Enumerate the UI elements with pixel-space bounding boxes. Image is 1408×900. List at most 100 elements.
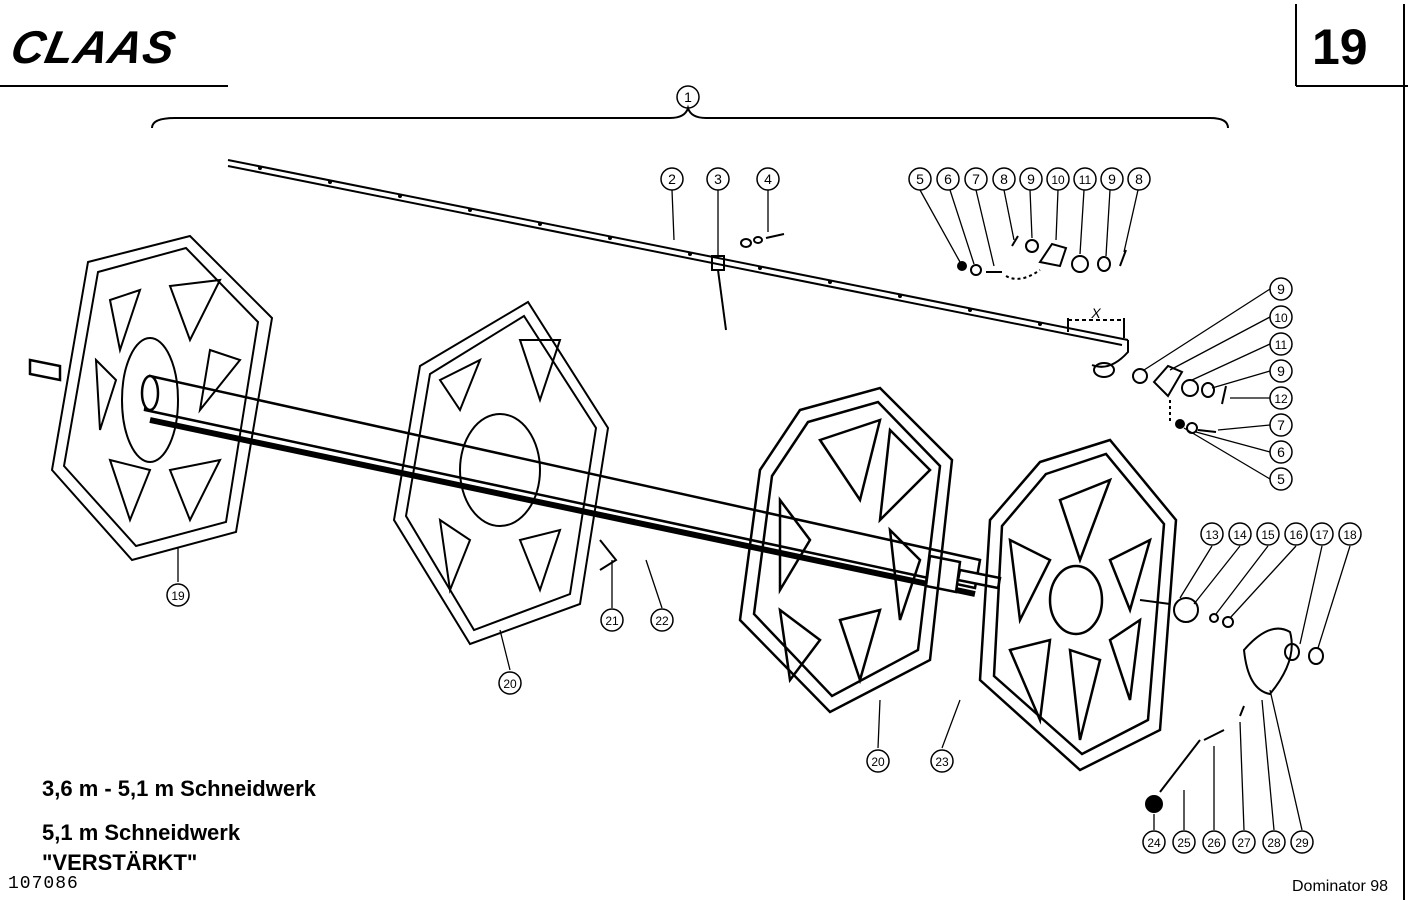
svg-text:11: 11 [1275,338,1288,352]
callout-7: 7 [964,167,988,191]
svg-text:8: 8 [1000,171,1008,187]
callout-22: 22 [650,608,674,632]
callout-25: 25 [1172,830,1196,854]
caption-line-2: 5,1 m Schneidwerk [42,820,241,845]
callout-2: 2 [660,167,684,191]
clamp-part [711,233,785,331]
svg-text:7: 7 [1277,417,1285,433]
callout-10b: 10 [1269,305,1293,329]
callout-9b: 9 [1100,167,1124,191]
callout-6b: 6 [1269,440,1293,464]
svg-text:5: 5 [1277,471,1285,487]
callout-14: 14 [1228,522,1252,546]
callout-4: 4 [756,167,780,191]
svg-text:3: 3 [714,171,722,187]
bearing-parts-right [1132,364,1227,434]
svg-text:7: 7 [972,171,980,187]
callout-18: 18 [1338,522,1362,546]
model-label: Dominator 98 [1292,878,1389,895]
svg-text:23: 23 [935,755,949,769]
caption-line-3: "VERSTÄRKT" [42,850,198,875]
svg-text:19: 19 [171,589,185,603]
callout-26: 26 [1202,830,1226,854]
svg-text:2: 2 [668,171,676,187]
reel-star-20b [738,386,954,714]
document-number: 107086 [8,874,79,894]
callout-11: 11 [1073,167,1097,191]
callout-20a: 20 [498,671,522,695]
callout-9c: 9 [1269,277,1293,301]
callout-17: 17 [1310,522,1334,546]
reel-star-20a [392,300,618,646]
callout-10: 10 [1046,167,1070,191]
callout-27: 27 [1232,830,1256,854]
svg-text:13: 13 [1205,528,1219,542]
callout-15: 15 [1256,522,1280,546]
svg-text:9: 9 [1108,171,1116,187]
end-plate-23 [978,438,1178,772]
svg-text:29: 29 [1295,836,1309,850]
svg-text:12: 12 [1274,392,1288,406]
svg-text:10: 10 [1274,311,1288,325]
svg-text:25: 25 [1177,836,1191,850]
svg-text:8: 8 [1135,171,1143,187]
leader-lines [177,189,1351,831]
callout-6: 6 [936,167,960,191]
svg-text:5: 5 [916,171,924,187]
svg-text:9: 9 [1277,363,1285,379]
callout-11b: 11 [1269,332,1293,356]
svg-text:21: 21 [605,614,619,628]
svg-text:22: 22 [655,614,669,628]
svg-text:14: 14 [1233,528,1247,542]
svg-text:17: 17 [1315,528,1329,542]
callout-12: 12 [1269,386,1293,410]
callout-24: 24 [1142,830,1166,854]
svg-text:10: 10 [1051,173,1065,187]
reel-star-19 [50,234,274,562]
svg-text:4: 4 [764,171,772,187]
caption-line-1: 3,6 m - 5,1 m Schneidwerk [42,776,316,801]
svg-text:9: 9 [1277,281,1285,297]
svg-text:11: 11 [1079,173,1092,187]
svg-text:16: 16 [1289,528,1303,542]
callout-9: 9 [1019,167,1043,191]
svg-text:6: 6 [944,171,952,187]
bearing-parts-lower [1139,597,1324,813]
svg-text:20: 20 [503,677,517,691]
callout-29: 29 [1290,830,1314,854]
callout-7b: 7 [1269,413,1293,437]
main-shaft [28,358,1002,597]
callout-13: 13 [1200,522,1224,546]
guide-bar [227,159,1129,378]
callout-23: 23 [930,749,954,773]
assembly-bracket [151,104,1229,129]
svg-text:20: 20 [871,755,885,769]
callout-1: 1 [676,85,700,109]
bearing-parts-upper [957,235,1127,280]
svg-text:9: 9 [1027,171,1035,187]
dimension-label: X [1090,305,1101,321]
callout-5b: 5 [1269,467,1293,491]
svg-text:28: 28 [1267,836,1281,850]
callout-8b: 8 [1127,167,1151,191]
svg-text:15: 15 [1261,528,1275,542]
svg-text:24: 24 [1147,836,1161,850]
page-number: 19 [1312,19,1368,75]
callout-8: 8 [992,167,1016,191]
callout-19: 19 [166,583,190,607]
callouts: 1 2 3 4 5 6 7 8 9 10 11 9 8 9 10 11 9 12… [166,85,1362,854]
callout-5: 5 [908,167,932,191]
callout-21: 21 [600,608,624,632]
callout-20b: 20 [866,749,890,773]
svg-text:27: 27 [1237,836,1251,850]
callout-28: 28 [1262,830,1286,854]
svg-text:6: 6 [1277,444,1285,460]
svg-text:26: 26 [1207,836,1221,850]
callout-9d: 9 [1269,359,1293,383]
callout-3: 3 [706,167,730,191]
svg-text:1: 1 [684,89,692,105]
svg-text:18: 18 [1343,528,1357,542]
callout-16: 16 [1284,522,1308,546]
